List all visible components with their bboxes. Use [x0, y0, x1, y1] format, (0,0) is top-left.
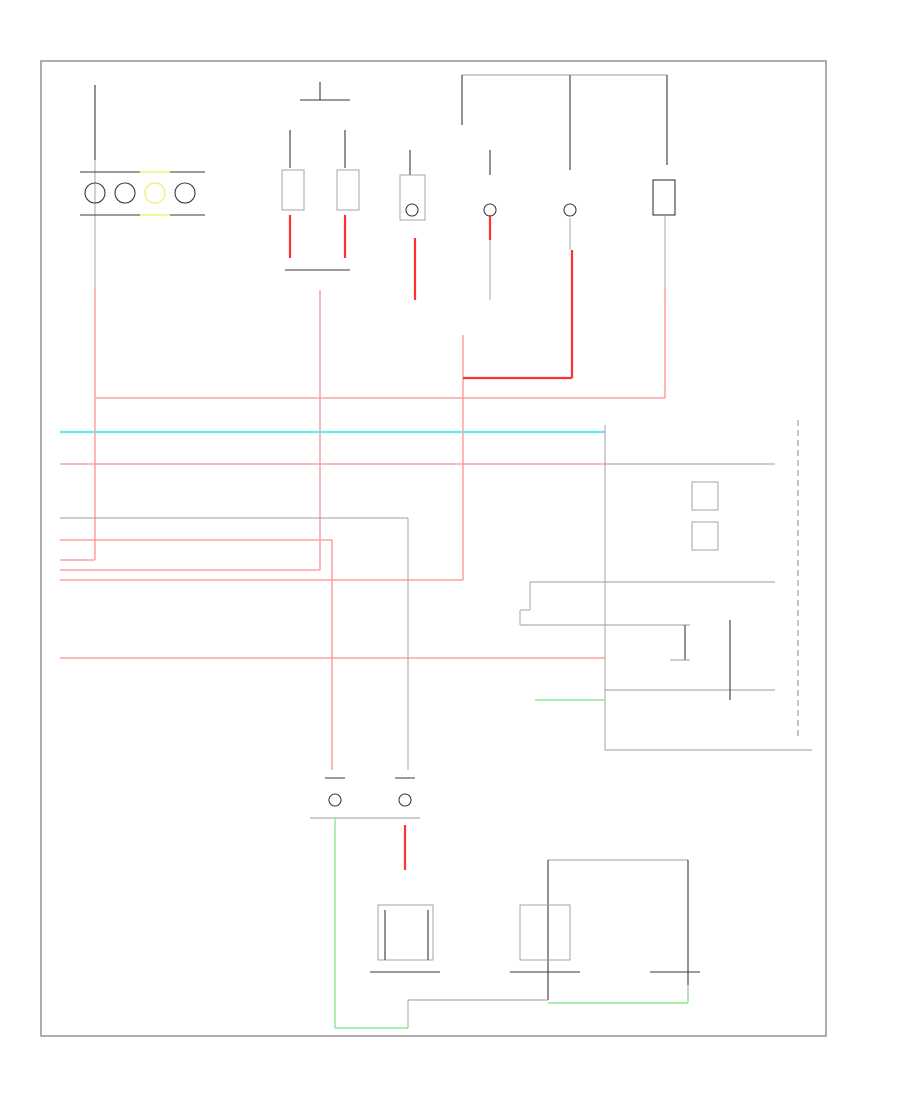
switch-pair [281, 82, 360, 271]
indicator-group [399, 74, 577, 300]
diagram-frame [40, 60, 827, 1037]
right-top-module [570, 74, 676, 290]
control-module-right [519, 420, 812, 751]
bulb-group-left [80, 85, 205, 400]
lower-switches [310, 777, 420, 1029]
left-connector-group [60, 517, 463, 770]
bottom-relays [370, 859, 700, 1004]
